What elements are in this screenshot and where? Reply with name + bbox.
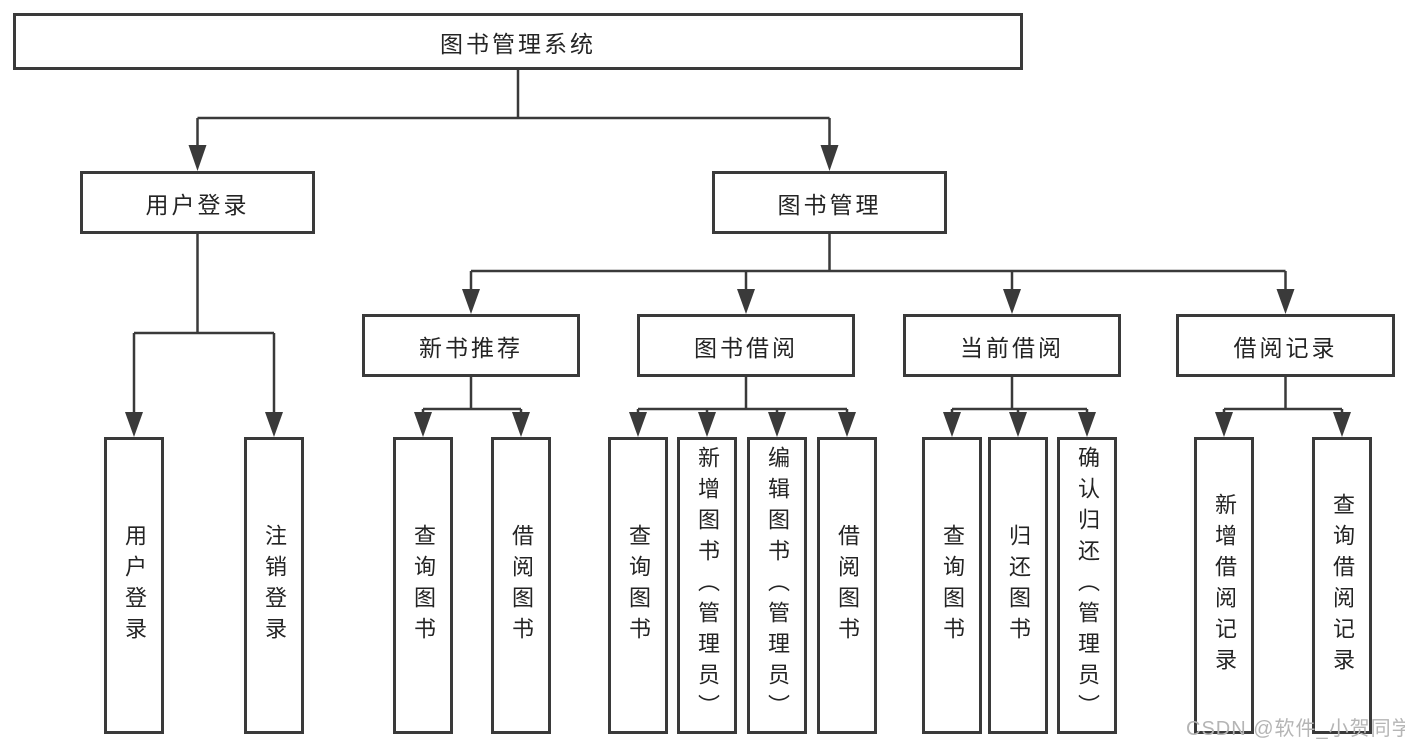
leaf-add-books-admin: 新增图书（管理员）	[677, 437, 737, 734]
arrowhead-icon	[1215, 412, 1233, 437]
node-user-login: 用户登录	[80, 171, 315, 234]
node-label: 归还图书	[1006, 523, 1031, 648]
leaf-borrow-books-recommend: 借阅图书	[491, 437, 551, 734]
leaf-logout: 注销登录	[244, 437, 304, 734]
arrowhead-icon	[768, 412, 786, 437]
node-library-management-system: 图书管理系统	[13, 13, 1023, 70]
node-label: 图书管理	[777, 191, 882, 218]
arrowhead-icon	[629, 412, 647, 437]
arrowhead-icon	[462, 289, 480, 314]
node-label: 查询图书	[940, 523, 965, 648]
leaf-query-borrow-record: 查询借阅记录	[1312, 437, 1372, 734]
leaf-query-books-recommend: 查询图书	[393, 437, 453, 734]
arrowhead-icon	[820, 145, 839, 171]
node-label: 用户登录	[145, 191, 250, 218]
node-label: 新增借阅记录	[1212, 492, 1237, 679]
node-label: 编辑图书（管理员）	[765, 446, 790, 725]
node-current-borrowing: 当前借阅	[903, 314, 1121, 377]
node-label: 查询借阅记录	[1330, 492, 1355, 679]
arrowhead-icon	[1276, 289, 1295, 314]
arrowhead-icon	[1009, 412, 1027, 437]
leaf-edit-books-admin: 编辑图书（管理员）	[747, 437, 807, 734]
arrowhead-icon	[512, 412, 530, 437]
arrowhead-icon	[838, 412, 856, 437]
node-label: 借阅图书	[835, 523, 860, 648]
arrowhead-icons	[125, 145, 1351, 437]
node-label: 图书借阅	[694, 334, 798, 361]
connector-lines	[132, 70, 1344, 414]
leaf-confirm-return-admin: 确认归还（管理员）	[1057, 437, 1117, 734]
node-borrowing-records: 借阅记录	[1176, 314, 1395, 377]
node-label: 用户登录	[122, 523, 147, 648]
arrowhead-icon	[265, 412, 283, 437]
arrowhead-icon	[943, 412, 961, 437]
node-label: 借阅图书	[509, 523, 534, 648]
leaf-query-books-current: 查询图书	[922, 437, 982, 734]
arrowhead-icon	[737, 289, 755, 314]
arrowhead-icon	[1078, 412, 1096, 437]
arrowhead-icon	[698, 412, 716, 437]
leaf-add-borrow-record: 新增借阅记录	[1194, 437, 1254, 734]
node-new-book-recommendation: 新书推荐	[362, 314, 580, 377]
leaf-return-books: 归还图书	[988, 437, 1048, 734]
node-label: 当前借阅	[960, 334, 1064, 361]
arrowhead-icon	[414, 412, 432, 437]
arrowhead-icon	[1333, 412, 1351, 437]
arrowhead-icon	[1003, 289, 1021, 314]
node-label: 图书管理系统	[440, 30, 596, 57]
node-book-management: 图书管理	[712, 171, 947, 234]
node-label: 新增图书（管理员）	[695, 446, 720, 725]
csdn-watermark: CSDN @软件_小贺同学	[1186, 718, 1405, 740]
arrowhead-icon	[188, 145, 207, 171]
arrowhead-icon	[125, 412, 143, 437]
leaf-borrow-books-borrowing: 借阅图书	[817, 437, 877, 734]
node-label: 查询图书	[626, 523, 651, 648]
leaf-query-books-borrowing: 查询图书	[608, 437, 668, 734]
node-label: 确认归还（管理员）	[1075, 446, 1100, 725]
node-label: 新书推荐	[419, 334, 523, 361]
node-label: 注销登录	[262, 523, 287, 648]
leaf-user-login: 用户登录	[104, 437, 164, 734]
node-book-borrowing: 图书借阅	[637, 314, 855, 377]
node-label: 查询图书	[411, 523, 436, 648]
node-label: 借阅记录	[1233, 334, 1338, 361]
